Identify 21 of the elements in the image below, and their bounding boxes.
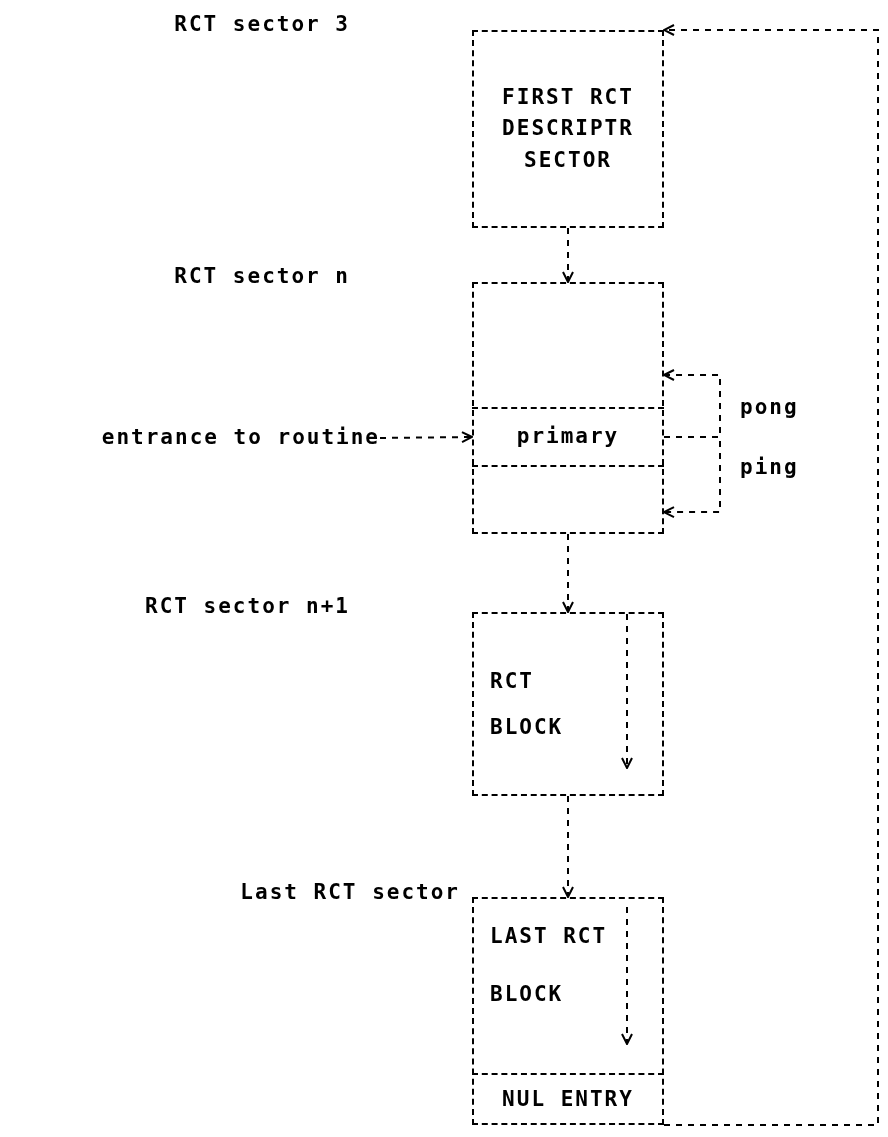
table-entry-band [472,407,664,467]
block-label: FIRST RCT DESCRIPTR SECTOR [502,83,634,174]
sector-box [472,30,664,228]
sector-box [472,897,664,1125]
arrow [562,533,574,613]
sector-box [472,282,664,534]
block-label: NUL ENTRY [502,1086,634,1114]
sector-label: RCT sector n [174,263,350,291]
arrow [663,24,879,1126]
block-label: entrance to routine [101,424,380,452]
arrow [562,227,574,283]
sector-label: RCT sector 3 [174,11,350,39]
block-label: RCT BLOCK [490,668,564,741]
block-label: LAST RCT BLOCK [490,924,608,1006]
block-label: primary [516,423,620,451]
arrow [379,431,473,444]
sector-label: Last RCT sector [240,879,460,907]
sector-box [472,612,664,796]
sector-label: RCT sector n+1 [145,593,350,621]
arrow [562,795,574,898]
arrow [663,436,721,519]
